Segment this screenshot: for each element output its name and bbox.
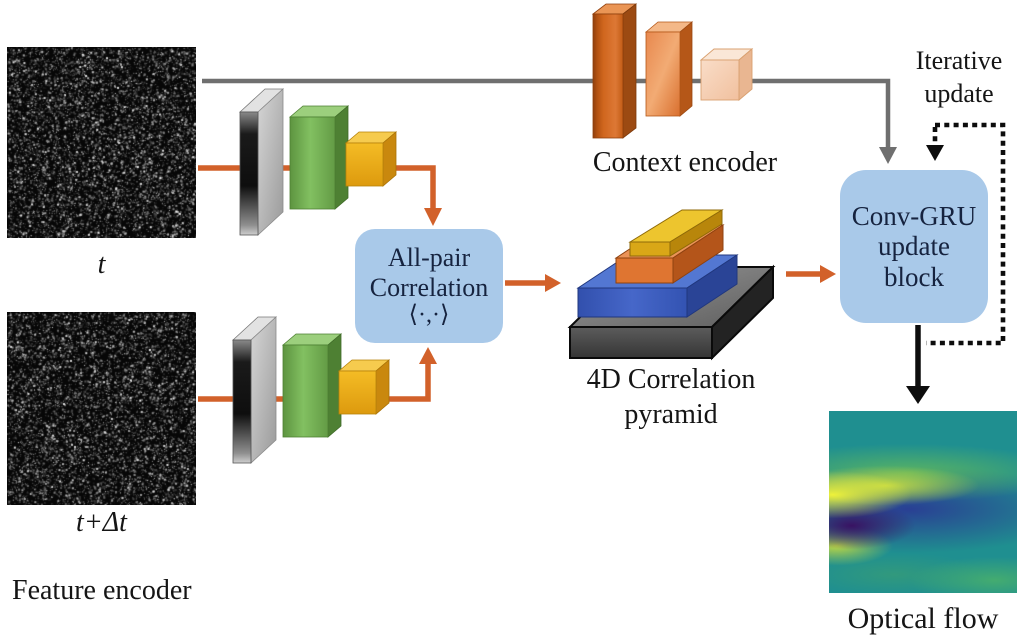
output-arrow-black — [906, 325, 930, 404]
orange-arrowhead-right — [820, 265, 836, 283]
gray-arrowhead-down — [879, 147, 897, 164]
feature-encoder-blocks-top — [238, 88, 398, 236]
gray-plate-layer — [238, 88, 285, 236]
input-label-t: t — [97, 249, 106, 280]
pyramid-level-yellow — [628, 209, 724, 257]
input-label-t-dt: t+Δt — [76, 507, 127, 538]
pyramid-label-line2: pyramid — [624, 398, 718, 430]
orange-plate-layer — [591, 3, 638, 139]
gray-plate-layer — [231, 316, 278, 464]
dotted-arrowhead-down — [926, 145, 944, 161]
optical-flow-label: Optical flow — [847, 602, 999, 635]
context-encoder-label: Context encoder — [592, 147, 778, 178]
iterative-label-line1: Iterative — [915, 46, 1003, 75]
peach-cube-layer — [699, 48, 754, 101]
iterative-update-label: Iterative update — [893, 44, 1025, 111]
all-pair-correlation-block: All-pair Correlation ⟨·,·⟩ — [355, 229, 503, 343]
particle-image-t — [7, 47, 196, 238]
green-conv-layer — [281, 333, 343, 438]
orange-arrowhead-right — [545, 274, 561, 292]
all-pair-line1: All-pair — [387, 243, 471, 273]
pyramid-label-line1: 4D Correlation — [586, 364, 756, 395]
feature-encoder-label: Feature encoder — [12, 575, 192, 606]
conv-gru-line1: Conv-GRU — [851, 201, 977, 232]
orange-arrowhead-up — [419, 347, 437, 364]
context-connector-gray — [202, 78, 897, 164]
green-conv-layer — [288, 105, 350, 210]
iterative-loop-dotted — [926, 122, 1006, 346]
conv-gru-update-block: Conv-GRU update block — [840, 170, 988, 323]
all-pair-line2: Correlation — [369, 272, 489, 302]
iterative-label-line2: update — [924, 79, 994, 109]
conv-gru-line3: block — [884, 261, 944, 292]
yellow-conv-layer — [344, 131, 398, 187]
inner-product-symbol: ⟨·,·⟩ — [408, 301, 450, 328]
particle-image-t-dt — [7, 312, 196, 505]
correlation-pyramid — [567, 209, 776, 361]
orange-mid-layer — [644, 21, 694, 117]
context-encoder-blocks — [591, 3, 754, 139]
feature-encoder-blocks-bottom — [231, 316, 391, 464]
yellow-conv-layer — [337, 359, 391, 415]
pyramid-label: 4D Correlation pyramid — [565, 363, 777, 432]
orange-arrowhead-down — [424, 208, 442, 226]
optical-flow-image — [829, 411, 1017, 593]
conv-gru-line2: update — [878, 231, 950, 262]
black-arrowhead-down — [906, 386, 930, 404]
allpair-to-pyramid-arrow — [505, 274, 561, 292]
pyramid-to-convgru-arrow — [786, 265, 836, 283]
